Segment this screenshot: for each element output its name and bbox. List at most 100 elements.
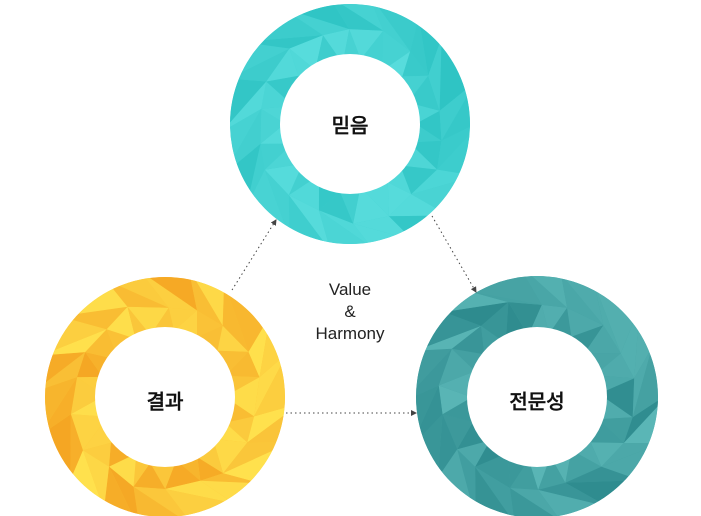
ring-left-center (95, 327, 235, 467)
ring-top-facet (264, 163, 303, 196)
ring-top-facet (428, 37, 442, 111)
ring-right-facet (594, 283, 621, 354)
ring-left-facet (254, 352, 285, 417)
ring-left-facet (150, 460, 177, 489)
ring-top-facet (260, 108, 286, 144)
ring-right-facet (481, 325, 506, 355)
ring-right-facet (416, 325, 482, 351)
ring-left-facet (77, 352, 103, 378)
ring-right-facet (509, 459, 539, 490)
ring-left-facet (217, 325, 249, 352)
ring-right-facet (438, 371, 476, 398)
ring-left-facet (224, 282, 271, 352)
ring-right-center (467, 327, 607, 467)
ring-right-facet (632, 347, 658, 418)
ring-right-facet (632, 347, 652, 418)
ring-top-facet (418, 17, 442, 76)
ring-top-facet (246, 143, 265, 208)
ring-right-facet (416, 348, 452, 402)
ring-left-facet (197, 310, 223, 338)
ring-right-facet (438, 385, 472, 415)
ring-left-facet (197, 325, 223, 351)
connector-left-to-top (231, 219, 277, 291)
ring-right (416, 276, 658, 516)
label-left: 결과 (146, 389, 184, 414)
ring-right-facet (590, 442, 624, 467)
ring-top-facet (266, 48, 299, 82)
ring-left-facet (165, 489, 234, 516)
ring-left-facet (225, 351, 260, 378)
center-line-2: & (344, 302, 356, 321)
ring-left-facet (165, 460, 201, 489)
ring-top-facet (230, 48, 290, 82)
label-top: 믿음 (331, 113, 369, 138)
ring-left-facet (197, 457, 224, 481)
ring-left-facet (254, 352, 285, 417)
ring-right-facet (601, 443, 658, 467)
ring-left-facet (70, 414, 108, 451)
ring-left-facet (140, 277, 197, 311)
ring-left-facet (247, 403, 285, 443)
ring-left-facet (109, 442, 137, 467)
ring-left-facet (197, 438, 224, 474)
ring-right-facet (451, 325, 485, 355)
label-right: 전문성 (509, 389, 565, 414)
ring-top-facet (230, 143, 261, 208)
ring-top-facet (288, 175, 320, 211)
ring-top-facet (339, 187, 361, 224)
ring-right-facet (416, 312, 482, 351)
ring-right-facet (623, 391, 658, 443)
ring-left-facet (45, 377, 77, 436)
ring-left-facet (165, 480, 234, 504)
connector-top-to-right (431, 215, 477, 293)
ring-left-facet (106, 306, 136, 339)
ring-top-facet (441, 81, 470, 141)
ring-left-facet (247, 403, 285, 443)
ring-left-facet (248, 315, 271, 378)
ring-right-facet (416, 385, 439, 448)
ring-right-facet (565, 450, 602, 483)
ring-left-facet (222, 282, 249, 352)
ring-left-facet (140, 277, 197, 311)
ring-left-facet (109, 466, 140, 516)
ring-left-facet (168, 307, 197, 331)
ring-left-facet (82, 442, 111, 467)
ring-left-facet (109, 453, 137, 487)
ring-right-facet (457, 440, 490, 467)
ring-left-facet (259, 315, 285, 378)
ring-right-facet (475, 452, 510, 488)
ring-top-facet (410, 17, 429, 76)
ring-right-facet (517, 276, 568, 308)
ring-top-facet (437, 120, 470, 176)
ring-right-facet (509, 488, 561, 516)
ring-right-facet (538, 489, 608, 516)
ring-right-facet (538, 482, 608, 507)
ring-left-facet (213, 438, 248, 474)
ring-left-facet (127, 306, 169, 335)
ring-right-facet (442, 414, 473, 450)
ring-top-facet (241, 35, 323, 49)
ring-top-facet (409, 140, 442, 170)
ring-right-facet (598, 417, 633, 443)
ring-right-facet (438, 348, 476, 386)
ring-left-facet (133, 463, 166, 489)
ring-top-facet (289, 35, 323, 70)
ring-left-facet (82, 450, 109, 510)
ring-top-facet (387, 182, 412, 217)
ring-right-facet (443, 291, 509, 312)
ring-left-facet (59, 306, 128, 330)
ring-right-facet (469, 276, 542, 305)
ring-top-facet (387, 165, 412, 195)
ring-top-facet (402, 51, 429, 77)
ring-right-facet (469, 291, 542, 305)
ring-top-facet (439, 81, 470, 141)
center-line-1: Value (328, 280, 372, 299)
ring-left-facet (224, 377, 260, 417)
ring-left-facet (133, 486, 194, 516)
ring-right-facet (567, 307, 604, 337)
ring-right-facet (509, 488, 561, 516)
ring-top-facet (439, 37, 470, 111)
ring-right-facet (598, 393, 633, 420)
ring-top-facet (353, 216, 413, 240)
